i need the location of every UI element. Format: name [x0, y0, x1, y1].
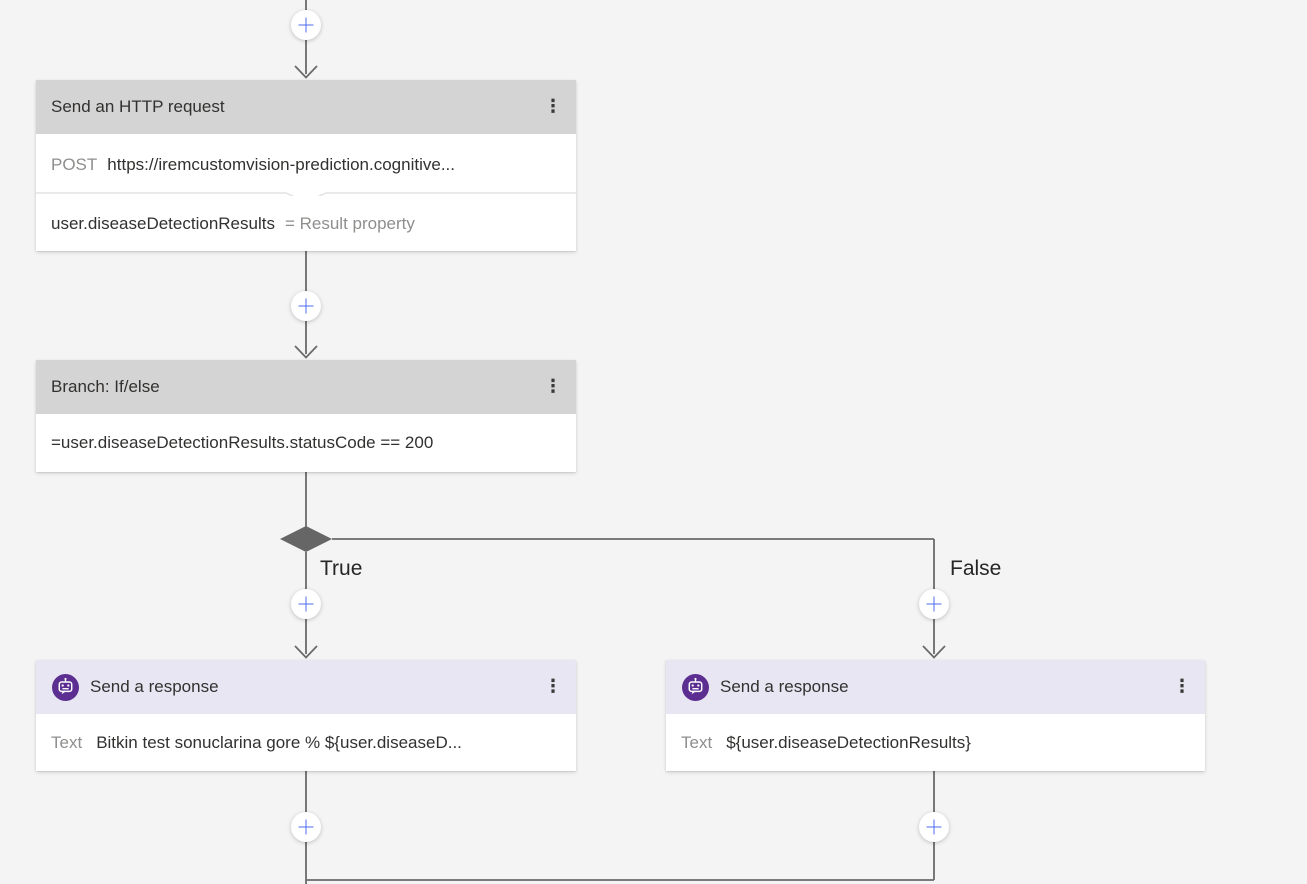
- response-text-row: Text ${user.diseaseDetectionResults}: [666, 714, 1205, 771]
- node-header: Send a response ⋮: [36, 660, 576, 714]
- kebab-icon: ⋮: [544, 676, 562, 697]
- response-text-value: ${user.diseaseDetectionResults}: [726, 732, 971, 752]
- response-text-value: Bitkin test sonuclarina gore % ${user.di…: [96, 732, 462, 752]
- add-node-button[interactable]: [919, 589, 949, 619]
- branch-condition-row: =user.diseaseDetectionResults.statusCode…: [36, 414, 576, 472]
- node-send-response-true[interactable]: Send a response ⋮ Text Bitkin test sonuc…: [36, 660, 576, 771]
- result-variable: user.diseaseDetectionResults: [51, 213, 275, 233]
- node-title: Branch: If/else: [51, 377, 160, 396]
- more-menu-button[interactable]: ⋮: [538, 89, 568, 125]
- bot-icon: [52, 673, 79, 701]
- node-header: Send a response ⋮: [666, 660, 1205, 714]
- plus-icon: [298, 819, 314, 835]
- node-header: Send an HTTP request ⋮: [36, 80, 576, 134]
- node-http-request[interactable]: Send an HTTP request ⋮ POST https://irem…: [36, 80, 576, 251]
- http-url-row: POST https://iremcustomvision-prediction…: [36, 134, 576, 196]
- more-menu-button[interactable]: ⋮: [1167, 669, 1197, 705]
- arrowhead-icon: [294, 645, 318, 659]
- add-node-button[interactable]: [919, 812, 949, 842]
- plus-icon: [926, 819, 942, 835]
- plus-icon: [926, 596, 942, 612]
- kebab-icon: ⋮: [1173, 676, 1191, 697]
- branch-true-label: True: [320, 557, 363, 580]
- node-title: Send an HTTP request: [51, 97, 225, 116]
- node-title: Send a response: [90, 677, 219, 696]
- add-node-button[interactable]: [291, 812, 321, 842]
- node-title: Send a response: [720, 677, 849, 696]
- branch-diamond: [280, 526, 332, 552]
- plus-icon: [298, 596, 314, 612]
- http-url-value: https://iremcustomvision-prediction.cogn…: [107, 155, 455, 174]
- add-node-button[interactable]: [291, 10, 321, 40]
- node-header: Branch: If/else ⋮: [36, 360, 576, 414]
- result-assignment: = Result property: [284, 213, 415, 233]
- arrowhead-icon: [922, 645, 946, 659]
- plus-icon: [298, 298, 314, 314]
- add-node-button[interactable]: [291, 291, 321, 321]
- more-menu-button[interactable]: ⋮: [538, 369, 568, 405]
- response-field-label: Text: [681, 732, 713, 752]
- kebab-icon: ⋮: [544, 96, 562, 117]
- kebab-icon: ⋮: [544, 376, 562, 397]
- arrowhead-icon: [294, 65, 318, 79]
- add-node-button[interactable]: [291, 589, 321, 619]
- arrowhead-icon: [294, 345, 318, 359]
- response-field-label: Text: [51, 732, 83, 752]
- branch-condition: =user.diseaseDetectionResults.statusCode…: [51, 433, 434, 452]
- branch-false-label: False: [950, 557, 1002, 580]
- response-text-row: Text Bitkin test sonuclarina gore % ${us…: [36, 714, 576, 771]
- http-method-label: POST: [51, 155, 98, 174]
- node-branch-ifelse[interactable]: Branch: If/else ⋮ =user.diseaseDetection…: [36, 360, 576, 472]
- plus-icon: [298, 17, 314, 33]
- node-send-response-false[interactable]: Send a response ⋮ Text ${user.diseaseDet…: [666, 660, 1205, 771]
- bot-icon: [682, 673, 709, 701]
- more-menu-button[interactable]: ⋮: [538, 669, 568, 705]
- http-result-row: user.diseaseDetectionResults = Result pr…: [36, 196, 576, 251]
